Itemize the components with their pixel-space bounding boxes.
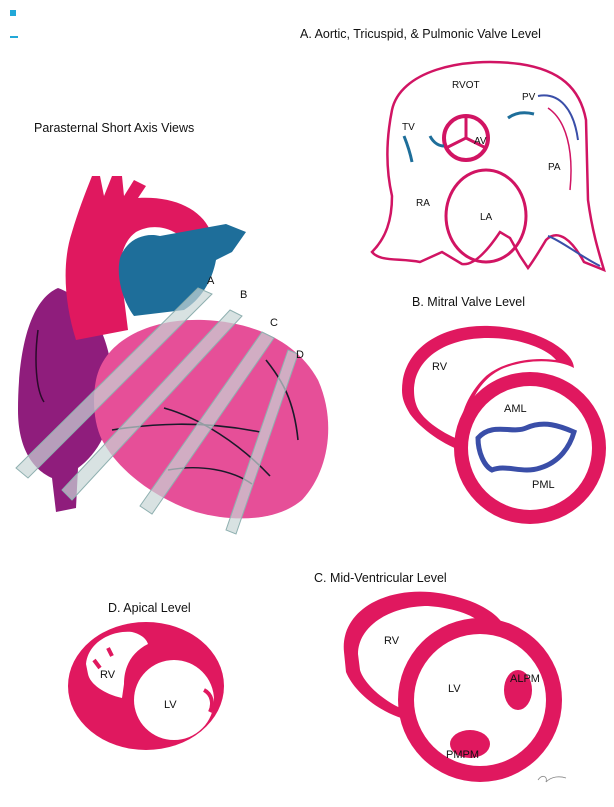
label-pml: PML — [532, 479, 555, 491]
pulmonary-trunk — [119, 224, 246, 316]
artist-signature — [538, 776, 566, 782]
plane-label-a: A — [207, 275, 215, 287]
panel-d: D. Apical Level RV LV — [68, 601, 224, 750]
tricuspid-valve — [404, 136, 412, 162]
panel-c-title: C. Mid-Ventricular Level — [314, 571, 447, 585]
panel-a-title: A. Aortic, Tricuspid, & Pulmonic Valve L… — [300, 27, 541, 41]
label-pv: PV — [522, 92, 536, 103]
corner-mark-top — [10, 10, 16, 16]
panel-d-title: D. Apical Level — [108, 601, 191, 615]
panel-a-inner-line — [548, 108, 571, 190]
label-la: LA — [480, 212, 493, 223]
label-c-rv: RV — [384, 635, 400, 647]
pulmonic-valve — [508, 113, 534, 118]
corner-mark-bottom — [10, 36, 18, 38]
label-pmpm: PMPM — [446, 749, 479, 761]
label-d-lv: LV — [164, 699, 177, 711]
label-ra: RA — [416, 198, 430, 209]
heart-illustration: A B C D — [16, 176, 328, 534]
label-c-lv: LV — [448, 683, 461, 695]
label-d-rv: RV — [100, 669, 116, 681]
panel-b-lv-cavity — [468, 386, 592, 510]
panel-b: B. Mitral Valve Level RV AML PML — [402, 295, 606, 524]
label-b-rv: RV — [432, 361, 448, 373]
panel-b-title: B. Mitral Valve Level — [412, 295, 525, 309]
panel-c: C. Mid-Ventricular Level RV LV ALPM PMPM — [314, 571, 562, 782]
tricuspid-valve-2 — [430, 136, 444, 146]
label-aml: AML — [504, 403, 527, 415]
panel-a-pa-wall — [548, 236, 600, 266]
label-alpm: ALPM — [510, 673, 540, 685]
label-av: AV — [474, 136, 487, 147]
main-title: Parasternal Short Axis Views — [34, 121, 194, 135]
panel-a-outline — [372, 62, 604, 270]
label-pa: PA — [548, 162, 561, 173]
label-rvot: RVOT — [452, 80, 480, 91]
label-tv: TV — [402, 122, 415, 133]
plane-label-c: C — [270, 317, 278, 329]
plane-label-b: B — [240, 289, 247, 301]
panel-a: A. Aortic, Tricuspid, & Pulmonic Valve L… — [300, 27, 604, 270]
plane-label-d: D — [296, 349, 304, 361]
